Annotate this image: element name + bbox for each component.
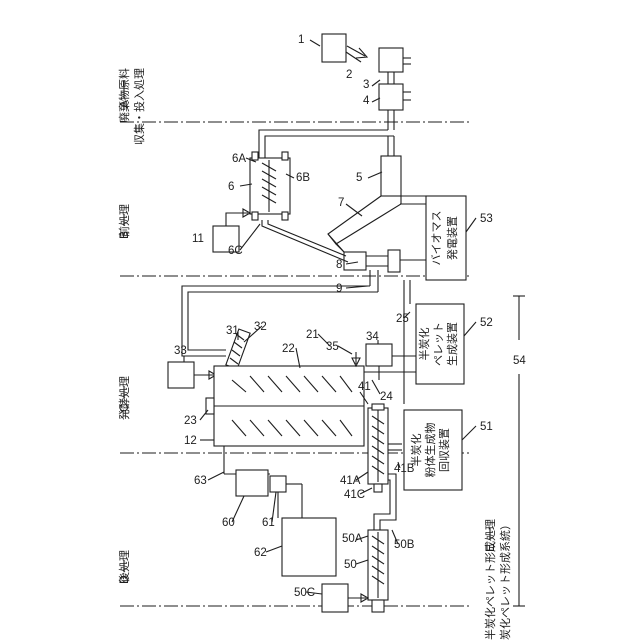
ref-63: 63	[194, 475, 207, 487]
ref-1: 1	[298, 34, 304, 46]
biomass-power-generator-53: バイオマス 発電装置	[426, 196, 466, 280]
ref-9: 9	[336, 283, 342, 295]
pellet-gen-label-1: 半炭化	[417, 328, 431, 361]
ref-5: 5	[356, 172, 362, 184]
ref-22: 22	[282, 343, 295, 355]
pellet-gen-label-3: 生成装置	[445, 322, 459, 366]
ref-21: 21	[306, 329, 319, 341]
ref-2: 2	[346, 69, 352, 81]
ref-41: 41	[358, 381, 371, 393]
ref-41b: 41B	[394, 463, 415, 475]
ref-6: 6	[228, 181, 234, 193]
powder-rec-label-3: 回収装置	[438, 428, 451, 472]
ref-6b: 6B	[296, 172, 310, 184]
ref-23: 23	[184, 415, 197, 427]
ref-52: 52	[480, 317, 493, 329]
section-d-label: D 後処理	[117, 550, 131, 584]
ref-7: 7	[338, 197, 344, 209]
section-c-title: 発酵処理	[117, 376, 131, 420]
ref-33: 33	[174, 345, 187, 357]
ref-6a: 6A	[232, 153, 246, 165]
screw-dryer-6	[250, 152, 290, 220]
ref-31: 31	[226, 325, 239, 337]
ref-6c: 6C	[228, 245, 243, 257]
sensor-34	[366, 344, 392, 366]
ref-8: 8	[336, 259, 342, 271]
pellet-generator-52: 半炭化 ペレット 生成装置	[416, 304, 464, 384]
ref-12: 12	[184, 435, 197, 447]
section-d-title: 後処理	[117, 550, 131, 583]
ref-51: 51	[480, 421, 493, 433]
section-a-title: 廃棄物原料	[117, 68, 131, 123]
deodorizer-62	[282, 518, 336, 576]
pellet-gen-label-2: ペレット	[432, 322, 445, 366]
biomass-power-label-1: バイオマス	[430, 211, 443, 266]
ref-35: 35	[326, 341, 339, 353]
section-c-label: C 発酵処理	[117, 376, 131, 420]
waste-source-1	[322, 34, 346, 62]
ref-11: 11	[192, 233, 204, 245]
hopper-3	[379, 48, 403, 72]
section-b-label: B 前処理	[117, 204, 131, 239]
screw-conveyor-41	[368, 404, 388, 492]
screw-pelletizer-50	[368, 530, 388, 612]
powder-rec-label-1: 半炭化	[409, 434, 423, 467]
section-e-title: 半炭化ペレット形成処理	[483, 519, 497, 640]
biomass-power-label-2: 発電装置	[445, 216, 459, 260]
controller-33	[168, 362, 194, 388]
blower-60	[236, 470, 268, 496]
ref-24: 24	[380, 391, 393, 403]
heater-50c	[322, 584, 348, 612]
feed-arrow-2	[346, 46, 367, 62]
section-a-subtitle: 収集・投入処理	[132, 68, 146, 145]
ref-53: 53	[480, 213, 493, 225]
ref-4: 4	[363, 95, 370, 107]
section-e-label: E 半炭化ペレット形成処理 （半炭化ペレット形成系統）	[483, 519, 512, 640]
ref-41c: 41C	[344, 489, 365, 501]
section-a-label: A 廃棄物原料 収集・投入処理	[117, 68, 146, 145]
section-e-subtitle: （半炭化ペレット形成系統）	[498, 519, 512, 640]
ref-54: 54	[513, 355, 526, 367]
ref-3: 3	[363, 79, 369, 91]
hopper-5	[328, 156, 401, 272]
powder-recovery-51: 半炭化 粉体生成物 回収装置	[404, 410, 462, 490]
powder-rec-label-2: 粉体生成物	[423, 423, 437, 478]
section-b-title: 前処理	[117, 204, 131, 237]
fermenter-21	[206, 366, 364, 446]
filter-61	[270, 476, 286, 492]
crusher-4	[379, 84, 403, 110]
ref-34: 34	[366, 331, 379, 343]
ref-41a: 41A	[340, 475, 361, 487]
section-e-bracket	[513, 296, 525, 606]
ref-62: 62	[254, 547, 267, 559]
reference-numbers: 1 2 3 4 5 6 6A 6B 6C 7 8 9 11 12 21 22 2…	[174, 34, 526, 599]
ref-50: 50	[344, 559, 357, 571]
